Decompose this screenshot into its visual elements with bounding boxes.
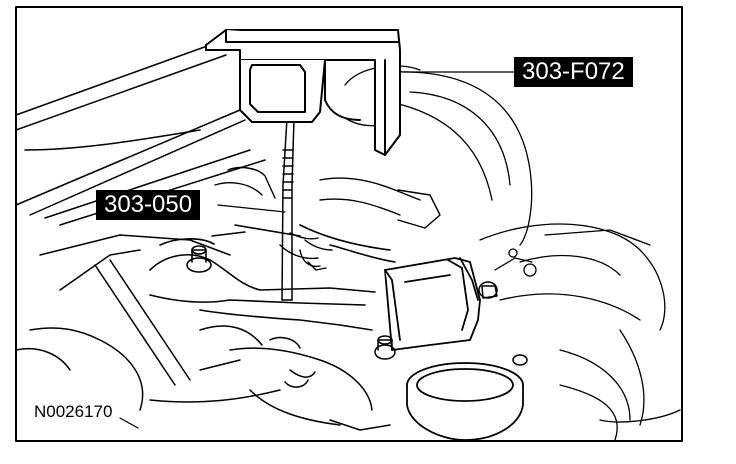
engine-mount-bracket: [384, 257, 481, 351]
callout-label-303-F072: 303-F072: [514, 57, 633, 87]
mount-bolt-left: [186, 245, 212, 273]
callout-leaders: [119, 71, 515, 429]
center-hoses: [214, 166, 441, 271]
illustration-frame: [15, 6, 683, 442]
bracket-bolts: [374, 281, 528, 366]
figure-id: N0026170: [34, 402, 113, 421]
frame-rails: [15, 44, 266, 226]
oil-filler-cap: [406, 362, 524, 441]
lower-structure: [15, 234, 391, 431]
tool-303-F072-bracket: [205, 29, 401, 156]
engine-background: [329, 65, 681, 441]
callout-label-303-050: 303-050: [96, 190, 201, 220]
tool-303-050-rod: [281, 117, 295, 301]
cross-member: [149, 224, 396, 331]
